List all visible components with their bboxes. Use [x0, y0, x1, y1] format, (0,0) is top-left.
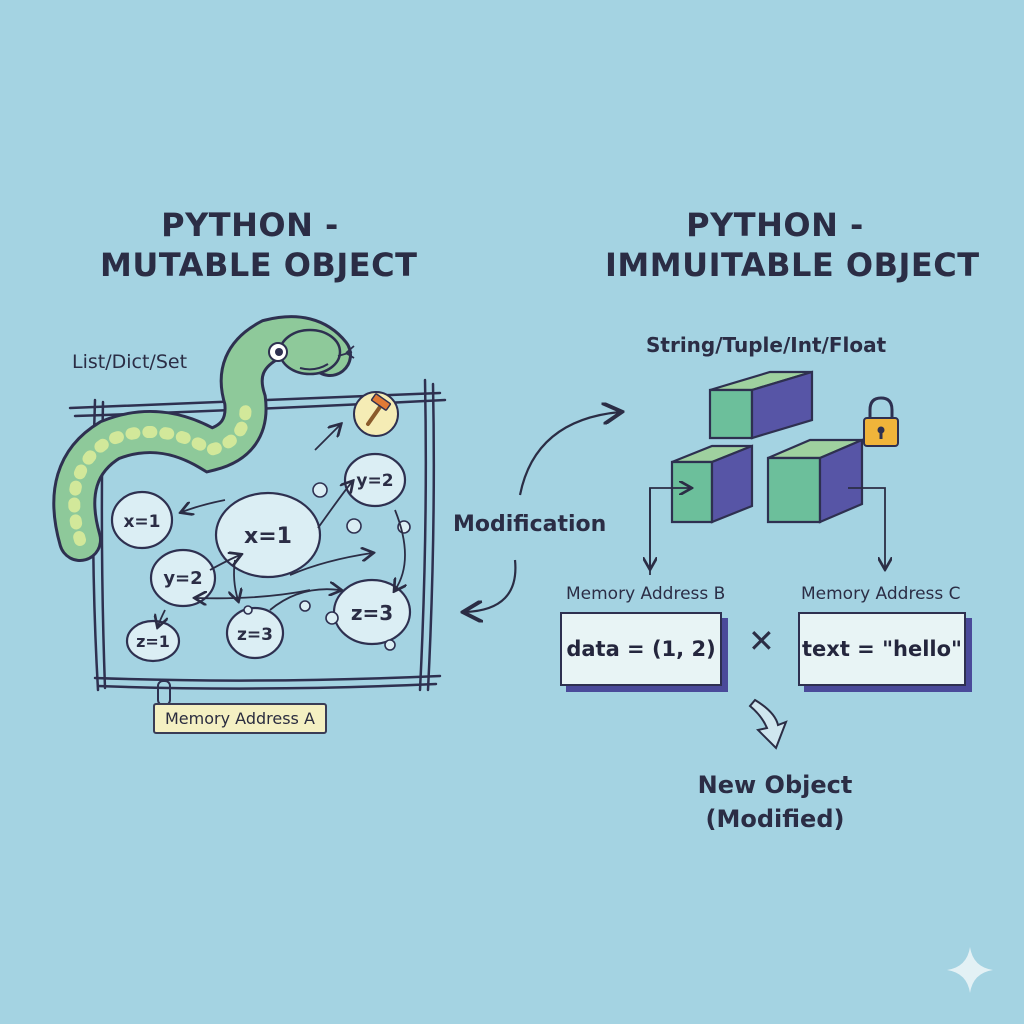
- string-code-box: text = "hello": [798, 612, 966, 686]
- sparkle-icon: [947, 947, 993, 993]
- bubble-label: z=3: [237, 625, 273, 645]
- new-object-line2: (Modified): [705, 805, 845, 833]
- mutable-title-line2: MUTABLE OBJECT: [100, 246, 418, 284]
- immutable-cubes: [670, 370, 864, 524]
- modification-label: Modification: [453, 512, 607, 537]
- hammer-icon: [353, 391, 399, 437]
- bubble-label: x=1: [244, 524, 292, 549]
- bubble-label: y=2: [163, 568, 202, 589]
- x-mark-icon: ✕: [748, 622, 775, 660]
- small-dots: [243, 482, 411, 651]
- bubble-label: x=1: [123, 512, 160, 532]
- new-object-arrow: [748, 698, 788, 750]
- memory-address-b-label: Memory Address B: [566, 584, 726, 604]
- reference-arrows: [158, 425, 405, 626]
- bubble-label: z=1: [136, 632, 170, 651]
- bubble-label: z=3: [351, 601, 393, 625]
- tuple-code-box: data = (1, 2): [560, 612, 722, 686]
- memory-address-a-tag: Memory Address A: [153, 703, 327, 734]
- python-snake-icon: [52, 315, 355, 562]
- immutable-types-label: String/Tuple/Int/Float: [646, 333, 887, 357]
- new-object-label: New Object (Modified): [690, 768, 860, 836]
- new-object-line1: New Object: [697, 771, 853, 799]
- immutable-title: PYTHON - IMMUITABLE OBJECT: [605, 205, 980, 285]
- address-arrows: [650, 488, 885, 575]
- bubble-label: y=2: [356, 471, 393, 491]
- mutable-title: PYTHON - MUTABLE OBJECT: [100, 205, 418, 285]
- bubble-z3-center: [225, 606, 285, 660]
- modification-arrows: [465, 412, 620, 612]
- mutable-types-label: List/Dict/Set: [72, 351, 188, 373]
- memory-address-c-label: Memory Address C: [801, 584, 961, 604]
- lock-icon: [863, 396, 899, 447]
- bubble-x1-small: [110, 490, 174, 550]
- immutable-title-line1: PYTHON -: [686, 206, 864, 244]
- mutable-title-line1: PYTHON -: [161, 206, 339, 244]
- immutable-title-line2: IMMUITABLE OBJECT: [605, 246, 980, 284]
- bubble-z1: [125, 619, 181, 663]
